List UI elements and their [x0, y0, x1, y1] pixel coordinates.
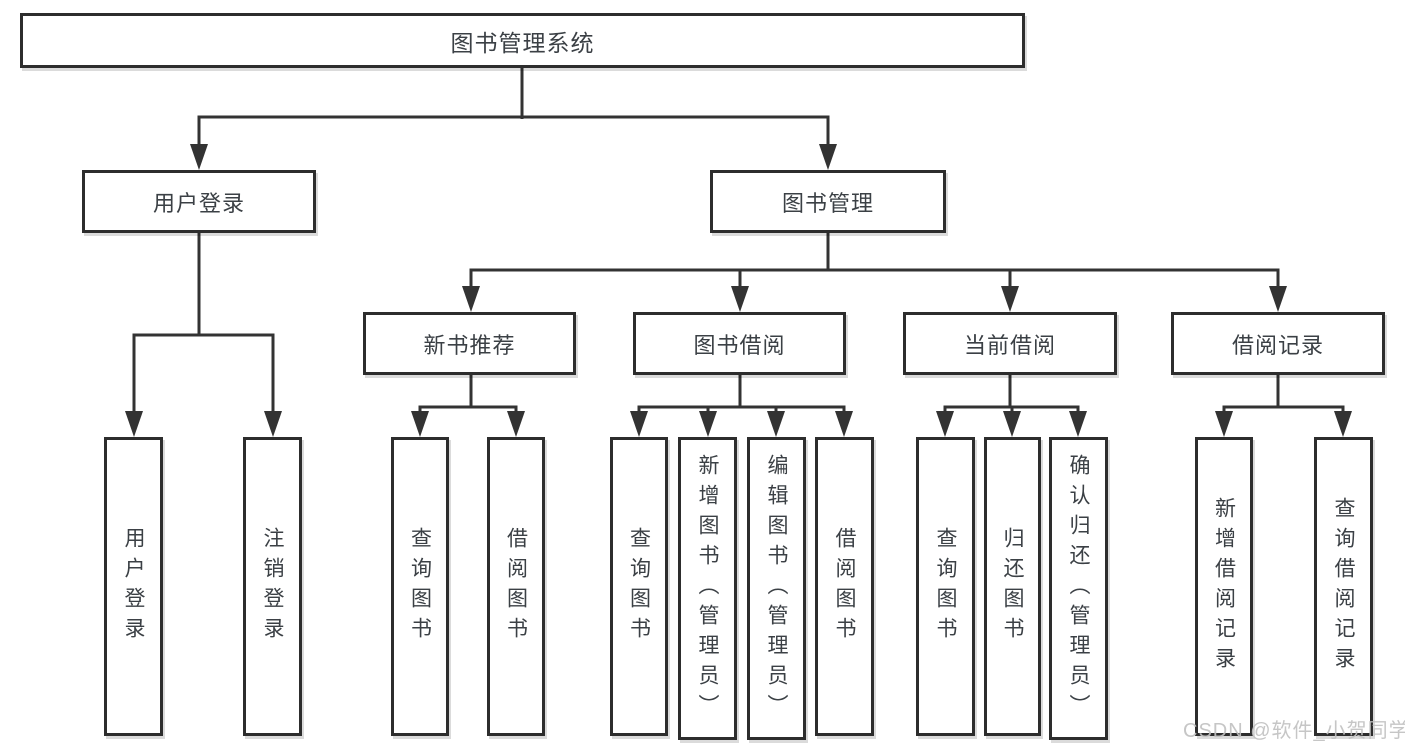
leaf-query-books-3: 查询图书 [916, 437, 975, 736]
leaf-return-book: 归还图书 [984, 437, 1041, 736]
node-root: 图书管理系统 [20, 13, 1025, 68]
leaf-edit-book-admin-label: 编辑图书（管理员） [765, 453, 788, 724]
node-new-book-recommend: 新书推荐 [363, 312, 576, 375]
node-book-borrowing: 图书借阅 [633, 312, 846, 375]
leaf-borrow-books-2: 借阅图书 [815, 437, 874, 736]
leaf-query-books-3-label: 查询图书 [934, 526, 957, 647]
leaf-borrow-books-1-label: 借阅图书 [504, 526, 528, 647]
leaf-borrow-books-2-label: 借阅图书 [833, 526, 856, 647]
node-book-management: 图书管理 [710, 170, 946, 233]
leaf-user-login-label: 用户登录 [122, 526, 145, 647]
leaf-add-book-admin: 新增图书（管理员） [678, 437, 737, 740]
leaf-add-book-admin-label: 新增图书（管理员） [696, 453, 719, 724]
node-current-borrowing: 当前借阅 [903, 312, 1117, 375]
leaf-edit-book-admin: 编辑图书（管理员） [747, 437, 806, 740]
leaf-confirm-return-admin-label: 确认归还（管理员） [1067, 453, 1090, 724]
leaf-add-borrow-record-label: 新增借阅记录 [1212, 496, 1236, 677]
leaf-confirm-return-admin: 确认归还（管理员） [1049, 437, 1108, 740]
leaf-add-borrow-record: 新增借阅记录 [1195, 437, 1253, 736]
leaf-query-books-2: 查询图书 [610, 437, 668, 736]
leaf-logout: 注销登录 [243, 437, 302, 736]
leaf-query-books-1: 查询图书 [391, 437, 449, 736]
node-user-login: 用户登录 [82, 170, 316, 233]
watermark: CSDN @软件_小贺同学 [1183, 720, 1405, 742]
leaf-borrow-books-1: 借阅图书 [487, 437, 545, 736]
leaf-user-login: 用户登录 [104, 437, 163, 736]
leaf-query-books-2-label: 查询图书 [627, 526, 651, 647]
node-borrowing-records: 借阅记录 [1171, 312, 1385, 375]
leaf-query-books-1-label: 查询图书 [408, 526, 432, 647]
leaf-query-borrow-record: 查询借阅记录 [1314, 437, 1373, 736]
leaf-logout-label: 注销登录 [261, 526, 284, 647]
leaf-return-book-label: 归还图书 [1001, 526, 1024, 647]
leaf-query-borrow-record-label: 查询借阅记录 [1332, 496, 1355, 677]
